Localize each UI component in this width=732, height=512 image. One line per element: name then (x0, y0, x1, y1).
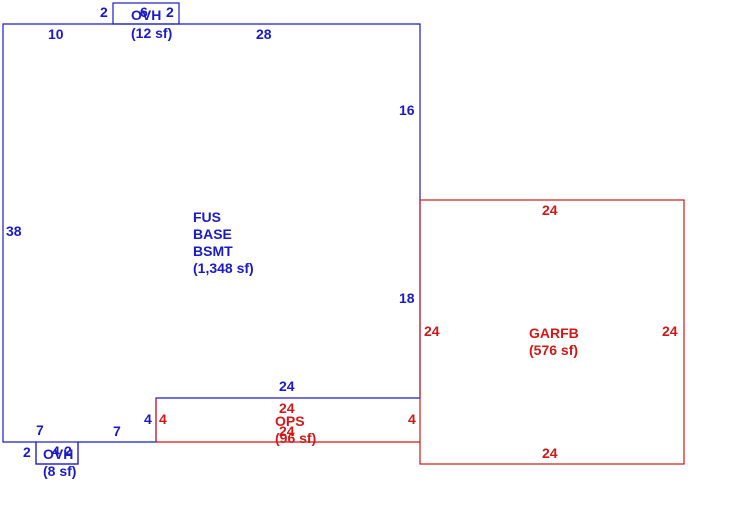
dim-fus-right-upper: 16 (399, 102, 415, 118)
dim-ovh-top-left: 2 (100, 4, 108, 20)
ovh-top-area-sf: (12 sf) (131, 25, 172, 41)
ops-area-sf: (96 sf) (275, 430, 316, 446)
ovh-top-label-line: OVH (131, 7, 161, 23)
dim-ovh-bottom-left: 2 (23, 444, 31, 460)
ovh-bottom-outline (35, 441, 79, 465)
ovh-bottom-area-sf: (8 sf) (43, 463, 76, 479)
dim-fus-right-lower: 18 (399, 290, 415, 306)
dim-garfb-left: 24 (424, 323, 440, 339)
fus-area-sf: (1,348 sf) (193, 260, 254, 276)
ovh-bottom-label-line: OVH (43, 446, 73, 462)
dim-fus-bottom-left-a: 7 (36, 422, 44, 438)
dim-ops-bottom: 24 (279, 423, 295, 439)
dim-ovh-bottom-right: 2 (64, 443, 72, 459)
ovh-top-label: OVH (12 sf) (131, 7, 172, 41)
dim-garfb-bottom: 24 (542, 445, 558, 461)
dim-fus-notch-top: 24 (279, 378, 295, 394)
ops-outline (155, 398, 420, 443)
dim-fus-left: 38 (6, 223, 22, 239)
dim-fus-bottom-left-b: 7 (113, 423, 121, 439)
fus-label-line: FUS (193, 209, 221, 225)
ops-label: OPS (96 sf) (275, 413, 316, 446)
ovh-bottom-label: OVH (8 sf) (43, 446, 77, 479)
dim-fus-notch-vertical: 4 (144, 411, 152, 427)
dim-fus-top-left: 10 (48, 26, 64, 42)
ops-label-line: OPS (275, 413, 305, 429)
fus-label: FUS BASE BSMT (1,348 sf) (193, 209, 254, 276)
fus-label-line: BSMT (193, 243, 233, 259)
garfb-outline (419, 199, 685, 465)
dim-ops-left: 4 (159, 411, 167, 427)
dim-garfb-top: 24 (542, 202, 558, 218)
dim-ops-top: 24 (279, 400, 295, 416)
dim-fus-top-right: 28 (256, 26, 272, 42)
dim-ovh-bottom-width: 4 (52, 443, 60, 459)
dim-ovh-top-right: 2 (166, 4, 174, 20)
garfb-label: GARFB (576 sf) (529, 325, 583, 358)
dim-garfb-right: 24 (662, 323, 678, 339)
garfb-label-line: GARFB (529, 325, 579, 341)
fus-label-line: BASE (193, 226, 232, 242)
ovh-top-outline (112, 2, 180, 25)
dim-ovh-top-width: 6 (140, 4, 148, 20)
garfb-area-sf: (576 sf) (529, 342, 578, 358)
dim-ops-right: 4 (408, 411, 416, 427)
